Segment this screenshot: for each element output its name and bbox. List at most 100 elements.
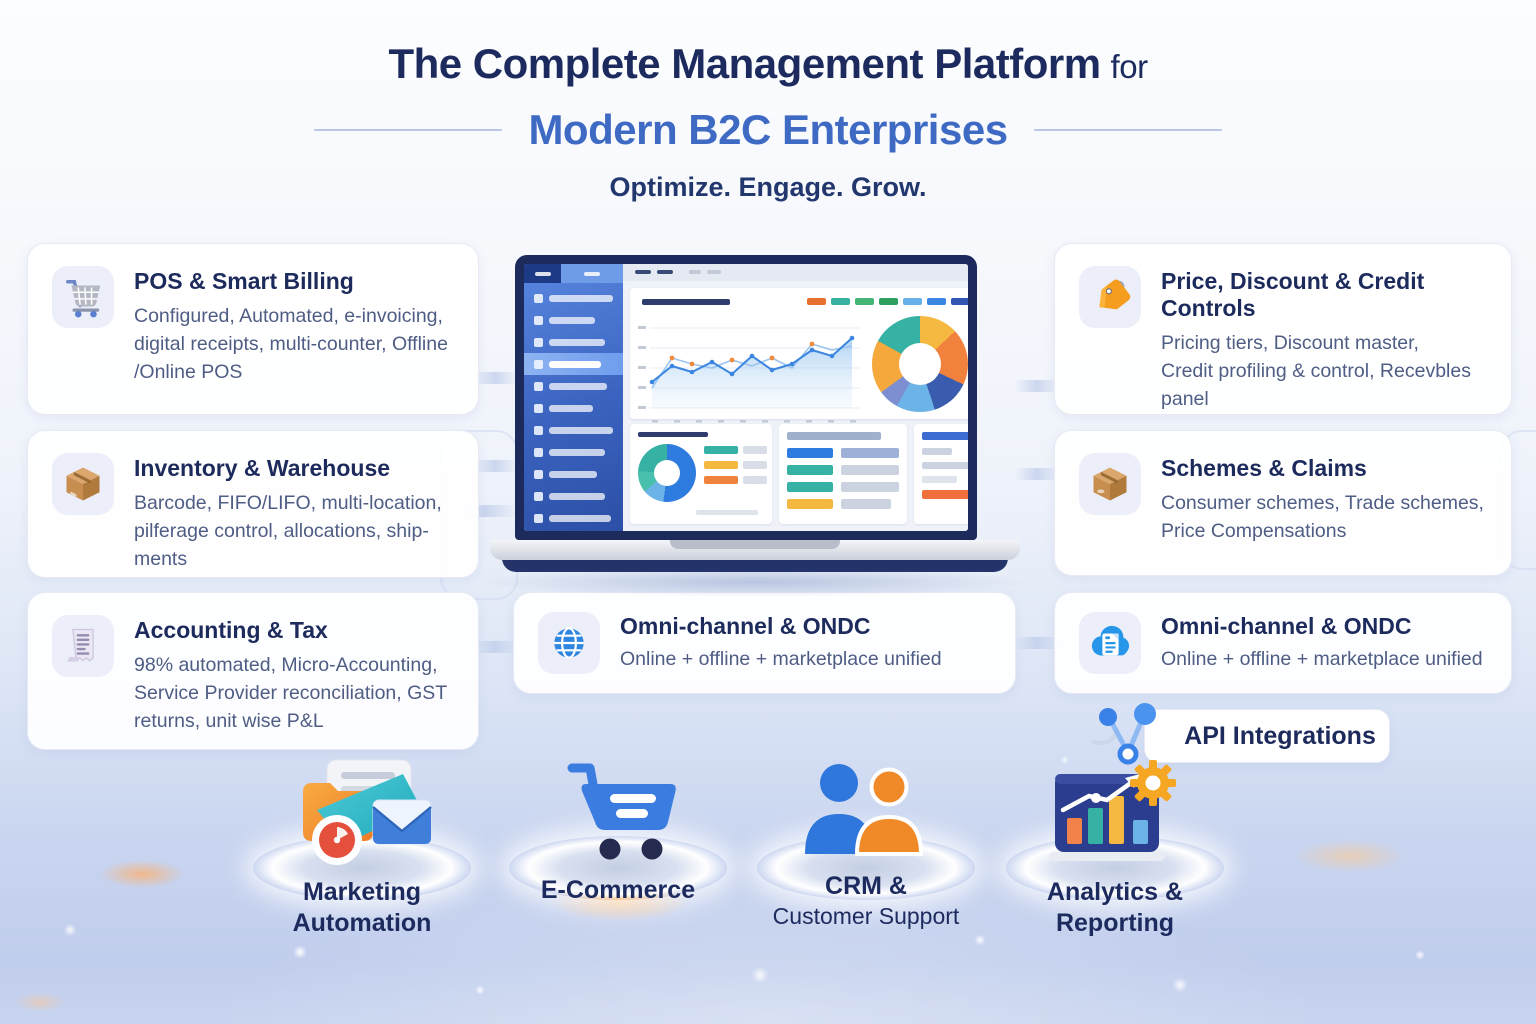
tagline: Optimize. Engage. Grow.	[609, 172, 927, 202]
sidebar-menu-item	[524, 375, 623, 397]
laptop-base	[490, 540, 1020, 560]
dashboard-main	[623, 264, 968, 531]
sidebar-tabs	[524, 264, 623, 283]
card-text: Omni-channel & ONDC Online + offline + m…	[620, 613, 942, 674]
icon-tile	[538, 612, 600, 674]
list-header-placeholder	[922, 432, 968, 440]
feature-marketing-automation: Marketing Automation	[212, 756, 512, 971]
underline-placeholder	[696, 510, 758, 515]
sidebar-menu-item	[524, 441, 623, 463]
card-title: POS & Smart Billing	[134, 268, 354, 294]
list-panel	[914, 424, 968, 524]
feature-label-line2: Automation	[292, 909, 432, 938]
sidebar-menu-item	[524, 485, 623, 507]
package-box-icon	[66, 467, 100, 501]
feature-crm-customer-support: CRM & Customer Support	[716, 756, 1016, 971]
dashboard-topbar	[623, 264, 968, 281]
card-schemes-claims: Schemes & Claims Consumer schemes, Trade…	[1054, 430, 1512, 576]
subtitle-line-left	[314, 129, 503, 131]
small-donut-chart	[638, 444, 696, 502]
folder-mail-clock-icon	[303, 759, 432, 865]
sidebar-tab	[524, 264, 561, 283]
table-header-placeholder	[787, 432, 882, 440]
receipt-icon	[67, 628, 94, 662]
sidebar-tab	[561, 264, 623, 283]
icon-tile	[52, 266, 114, 328]
dashboard-line-chart-panel	[630, 287, 968, 423]
table-panel	[779, 424, 907, 524]
api-pill: API Integrations	[1144, 709, 1390, 763]
price-tag-icon	[1099, 279, 1131, 310]
subtitle-line-right	[1033, 129, 1222, 131]
api-integrations-badge: API Integrations	[1092, 700, 1392, 770]
sidebar-menu-item-active	[524, 353, 623, 375]
feature-label-line2: Reporting	[1055, 909, 1175, 938]
bar-chart-gear-icon	[1049, 760, 1176, 861]
card-body: Online + offline + marketplace unified	[620, 647, 942, 670]
dashboard-sidebar	[524, 264, 623, 531]
card-inventory-warehouse: Inventory & Warehouse Barcode, FIFO/LIFO…	[27, 430, 479, 578]
card-text: Schemes & Claims Consumer schemes, Trade…	[1161, 453, 1484, 546]
card-body: Consumer schemes, Trade schemes, Price C…	[1161, 492, 1484, 542]
sidebar-menu	[524, 283, 623, 529]
feature-label: Marketing Automation	[212, 877, 512, 940]
card-pos-smart-billing: POS & Smart Billing Configured, Automate…	[27, 243, 479, 415]
icon-tile	[1079, 266, 1141, 328]
donut-chart	[872, 315, 968, 412]
connector-line	[472, 641, 518, 653]
title-for: for	[1110, 48, 1149, 85]
icon-tile	[52, 453, 114, 515]
card-price-discount-credit: Price, Discount & Credit Controls Pricin…	[1054, 243, 1512, 415]
sidebar-menu-item	[524, 309, 623, 331]
card-body: Online + offline + marketplace unified	[1161, 647, 1483, 670]
feature-pedestal	[253, 836, 471, 900]
title-main: The Complete Management Platform	[388, 40, 1101, 87]
sidebar-menu-item	[524, 507, 623, 529]
icon-tile	[1079, 453, 1141, 515]
dashboard-bottom-panels	[630, 424, 968, 524]
page-subtitle: Modern B2C Enterprises	[0, 106, 1536, 154]
card-omni-channel-center: Omni-channel & ONDC Online + offline + m…	[513, 592, 1016, 694]
card-omni-channel-right: Omni-channel & ONDC Online + offline + m…	[1054, 592, 1512, 694]
package-box-icon	[1093, 467, 1127, 501]
card-text: Price, Discount & Credit Controls Pricin…	[1161, 266, 1471, 413]
sidebar-menu-item	[524, 287, 623, 309]
card-title: Accounting & Tax	[134, 617, 328, 643]
shopping-cart-icon	[567, 763, 676, 860]
connector-line	[472, 460, 518, 472]
feature-label-line1: Analytics &	[1046, 878, 1184, 906]
donut-panel	[630, 424, 772, 524]
laptop-under-edge	[502, 558, 1008, 572]
laptop-notch	[670, 540, 840, 549]
laptop-shadow	[475, 567, 1035, 597]
icon-tile	[1079, 612, 1141, 674]
chart-legend	[807, 297, 968, 305]
sidebar-menu-item	[524, 419, 623, 441]
feature-label-line1: Marketing	[302, 878, 422, 906]
chart-title-placeholder	[642, 298, 730, 305]
dashboard-display	[524, 264, 968, 531]
shopping-cart-icon	[66, 280, 101, 318]
connector-line	[1014, 637, 1060, 649]
card-body: Barcode, FIFO/LIFO, multi-location, pilf…	[134, 492, 442, 570]
card-body: Pricing tiers, Discount master, Credit p…	[1161, 332, 1471, 410]
card-body: Configured, Automated, e-invoicing, digi…	[134, 305, 448, 383]
card-accounting-tax: Accounting & Tax 98% automated, Micro-Ac…	[27, 592, 479, 750]
card-text: Omni-channel & ONDC Online + offline + m…	[1161, 613, 1483, 674]
laptop-illustration	[475, 255, 1035, 597]
mini-legend	[704, 444, 767, 484]
card-title: Omni-channel & ONDC	[620, 612, 871, 639]
feature-label: Analytics & Reporting	[965, 877, 1265, 940]
laptop-screen	[515, 255, 977, 540]
card-text: Accounting & Tax 98% automated, Micro-Ac…	[134, 615, 447, 735]
line-chart	[638, 325, 860, 423]
sidebar-menu-item	[524, 331, 623, 353]
subtitle-text: Modern B2C Enterprises	[528, 106, 1008, 153]
panel-title-placeholder	[638, 432, 708, 437]
sidebar-menu-item	[524, 397, 623, 419]
card-title: Omni-channel & ONDC	[1161, 612, 1412, 639]
feature-analytics-reporting: Analytics & Reporting	[965, 756, 1265, 971]
connector-line	[1014, 380, 1060, 392]
cloud-document-icon	[1091, 625, 1130, 656]
